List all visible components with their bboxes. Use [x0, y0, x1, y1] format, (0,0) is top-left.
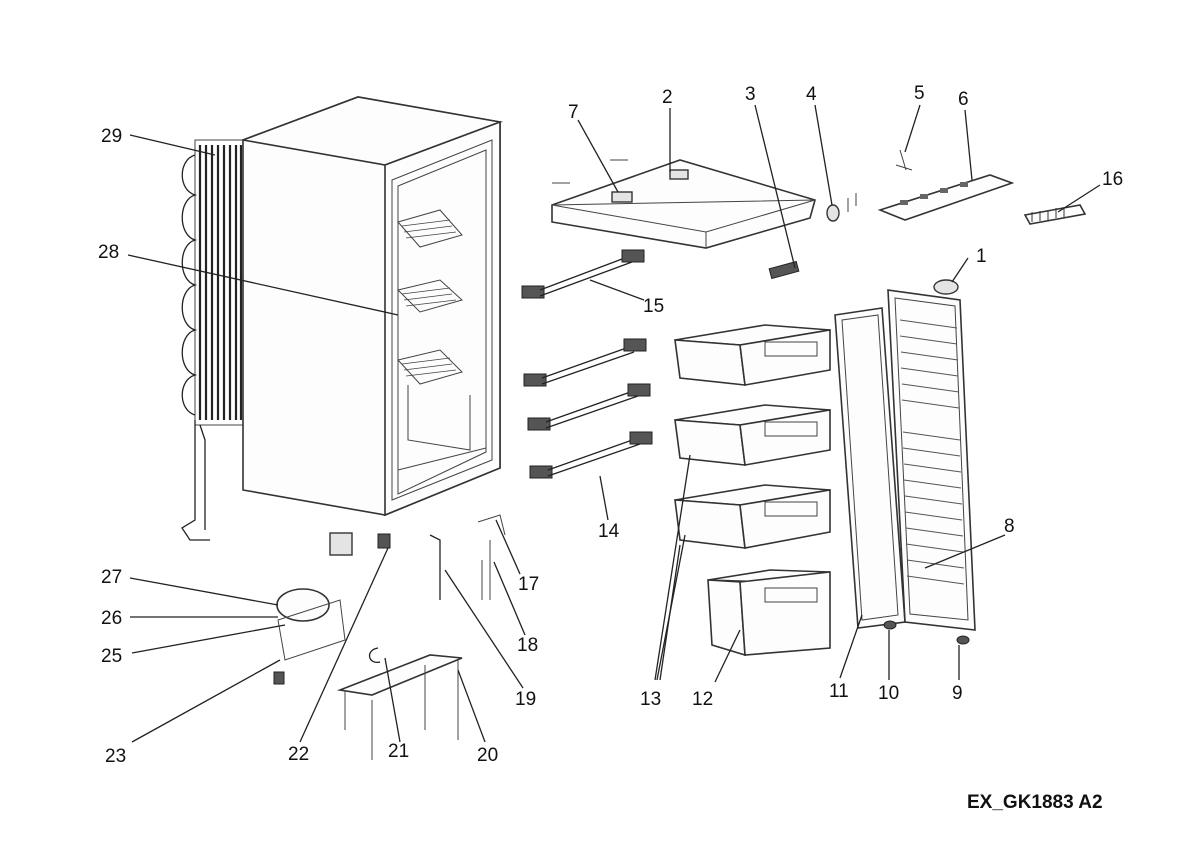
condenser-coil — [181, 139, 244, 541]
label-15: 15 — [643, 296, 664, 317]
label-22: 22 — [288, 744, 309, 765]
label-25: 25 — [101, 646, 122, 667]
small-parts-top — [768, 149, 1087, 295]
label-13: 13 — [640, 689, 661, 710]
label-1: 1 — [976, 246, 987, 267]
label-3: 3 — [745, 84, 756, 105]
label-21: 21 — [388, 741, 409, 762]
model-code: EX_GK1883 A2 — [967, 792, 1103, 813]
label-7: 7 — [568, 102, 579, 123]
label-6: 6 — [958, 89, 969, 110]
label-4: 4 — [806, 84, 817, 105]
label-5: 5 — [914, 83, 925, 104]
cabinet — [239, 96, 504, 517]
label-23: 23 — [105, 746, 126, 767]
label-14: 14 — [598, 521, 620, 542]
label-10: 10 — [878, 683, 899, 704]
drawers — [674, 324, 831, 657]
label-8: 8 — [1004, 516, 1015, 537]
label-17: 17 — [518, 574, 539, 595]
leader-lines — [127, 104, 1101, 743]
part-labels: 1 2 3 4 5 6 7 8 9 10 11 12 13 14 15 16 1… — [98, 83, 1123, 767]
bottom-parts — [273, 514, 506, 760]
door-assembly — [834, 289, 976, 645]
label-27: 27 — [101, 567, 122, 588]
label-26: 26 — [101, 608, 122, 629]
label-29: 29 — [101, 126, 122, 147]
shelf-rods — [521, 249, 653, 479]
label-16: 16 — [1102, 169, 1123, 190]
label-28: 28 — [98, 242, 119, 263]
label-2: 2 — [662, 87, 673, 108]
label-20: 20 — [477, 745, 498, 766]
label-19: 19 — [515, 689, 536, 710]
label-9: 9 — [952, 683, 963, 704]
label-12: 12 — [692, 689, 713, 710]
label-11: 11 — [829, 681, 849, 702]
top-cover — [551, 159, 816, 249]
label-18: 18 — [517, 635, 538, 656]
